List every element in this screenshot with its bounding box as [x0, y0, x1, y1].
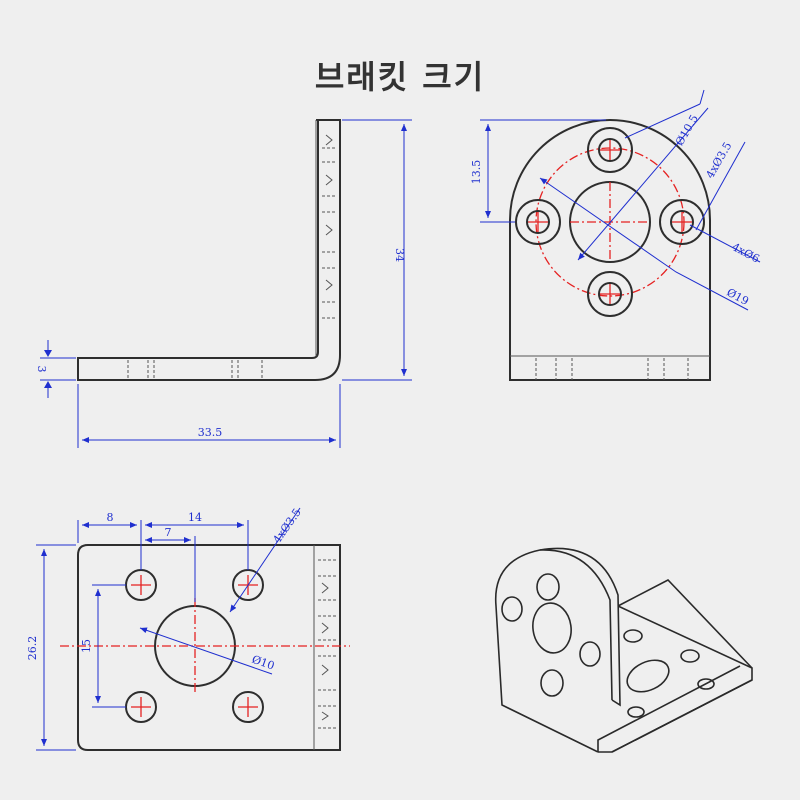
side-view: 34 33.5 3 — [35, 119, 412, 448]
l-profile-outline — [77, 119, 341, 381]
plate-bolt-holes-label: 4xØ3.5 — [270, 506, 303, 546]
plate-bore-label: Ø10 — [250, 653, 276, 673]
iso-plate-front — [597, 665, 741, 752]
iso-face-thickness — [539, 547, 621, 707]
half-spacing-label: 7 — [165, 526, 172, 539]
hole-spacing-y-extension-lines — [92, 584, 126, 708]
front-mounting-holes — [515, 127, 705, 317]
face-hidden-lines — [535, 358, 689, 380]
width-extension-lines — [77, 384, 341, 448]
top-view: 8 14 7 15 26.2 4xØ3.5 Ø10 — [26, 506, 350, 751]
bolt-holes-label: 4xØ3.5 — [703, 140, 734, 181]
iso-vertical-face — [494, 549, 613, 753]
thickness-extension-lines — [40, 357, 76, 381]
thickness-dimension-label: 3 — [35, 366, 48, 373]
front-view: 13.5 Ø10.5 4xØ3.5 Ø19 4xØ6 — [470, 89, 762, 381]
small-hole-label: Ø10.5 — [673, 112, 701, 148]
isometric-view — [494, 547, 753, 753]
iso-plate-top — [617, 579, 753, 669]
plate-hidden-features — [318, 559, 338, 729]
vertical-leg-hidden-holes — [322, 134, 336, 319]
top-extension-lines — [77, 520, 249, 602]
bolt-holes-leader — [695, 141, 746, 231]
page-title: 브래킷 크기 — [314, 58, 486, 96]
depth-label: 26.2 — [26, 636, 39, 661]
bore-leader — [539, 177, 749, 311]
plate-bolt-holes-leader — [229, 507, 301, 613]
face-outline — [509, 119, 711, 381]
plate-centerlines — [60, 598, 350, 694]
horizontal-leg-hidden-holes — [127, 360, 263, 378]
edge-offset-label: 8 — [107, 511, 114, 524]
width-dimension-label: 33.5 — [198, 426, 223, 439]
hole-spacing-x-label: 14 — [188, 511, 202, 524]
plate-outline — [77, 544, 341, 751]
small-hole-leader — [624, 89, 705, 139]
iso-face-holes — [501, 573, 601, 697]
nuts-label: 4xØ6 — [730, 240, 762, 265]
height-dimension-label: 34 — [393, 248, 406, 262]
iso-plate-holes — [623, 629, 715, 718]
iso-horizontal-plate — [598, 605, 753, 753]
iso-plate-edge — [611, 679, 753, 753]
bore-diagonal-leader — [577, 107, 709, 261]
nuts-leader — [689, 224, 761, 263]
hole-spacing-y-label: 15 — [80, 639, 93, 653]
plate-bore-leader — [139, 627, 273, 675]
depth-extension-lines — [36, 544, 76, 751]
offset-dimension-label: 13.5 — [470, 160, 483, 185]
height-extension-lines — [342, 119, 412, 381]
offset-extension-lines — [480, 119, 606, 223]
